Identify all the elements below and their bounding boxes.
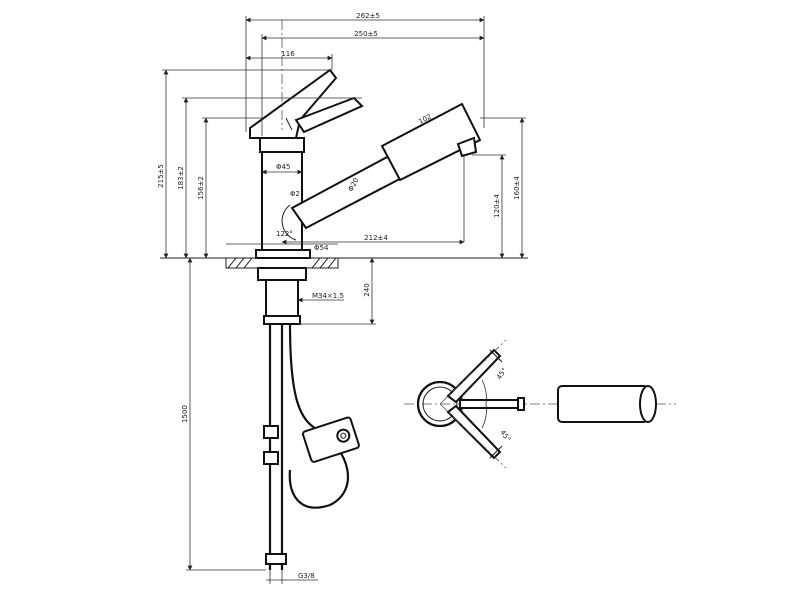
counter-hatch <box>225 257 339 269</box>
body-column <box>261 151 303 251</box>
dim-overall-width: 262±5 <box>356 12 380 20</box>
spout-pivot <box>281 204 297 241</box>
dim-height-156: 156±2 <box>197 176 205 200</box>
dim-shank: 240 <box>363 283 371 296</box>
lever-handle-second <box>294 96 364 134</box>
spout-head <box>380 102 482 182</box>
dim-base-dia: Φ54 <box>314 244 329 252</box>
lever-bottom <box>446 404 502 460</box>
shank-nut-lower <box>263 315 301 325</box>
shank-tube <box>265 279 299 317</box>
dim-angle-top: Φ2 <box>290 190 300 198</box>
dim-tilt-angle: 122° <box>276 230 293 238</box>
dim-height-183: 183±2 <box>177 166 185 190</box>
spout-outlet-top <box>639 385 657 423</box>
spout-neck-top <box>459 399 523 409</box>
dim-outlet-height: 120±4 <box>493 194 501 218</box>
dim-body-dia: Φ45 <box>276 163 290 171</box>
dim-lever-offset: 116 <box>281 50 295 58</box>
lever-top <box>446 348 502 404</box>
dim-spout-reach: 250±5 <box>354 30 378 38</box>
counterweight <box>302 416 360 463</box>
dim-angle-a: 45° <box>495 366 509 381</box>
base-ring <box>255 249 311 259</box>
dim-head-height: 160±4 <box>513 176 521 200</box>
shank-nut <box>257 267 307 281</box>
dim-total-height: 215±5 <box>157 164 165 188</box>
dim-thread: M34×1.5 <box>312 292 344 300</box>
spout-outlet <box>456 136 478 158</box>
front-elevation <box>160 20 528 570</box>
dim-angle-b: 45° <box>498 429 512 444</box>
spout-head-top <box>557 385 649 423</box>
dim-spout-base-len: 212±4 <box>364 234 388 242</box>
top-view: 45° 45° <box>404 339 676 469</box>
dim-connector: G3/8 <box>298 572 315 580</box>
lever-handle <box>249 68 338 139</box>
dim-hose-len: 1500 <box>181 405 189 423</box>
body-cap <box>259 137 305 153</box>
dimensions: 262±5 250±5 116 102 215±5 183±2 156±2 Φ4… <box>157 12 526 584</box>
body-inner-circle <box>422 386 458 422</box>
pullout-hose-loop <box>288 323 349 509</box>
